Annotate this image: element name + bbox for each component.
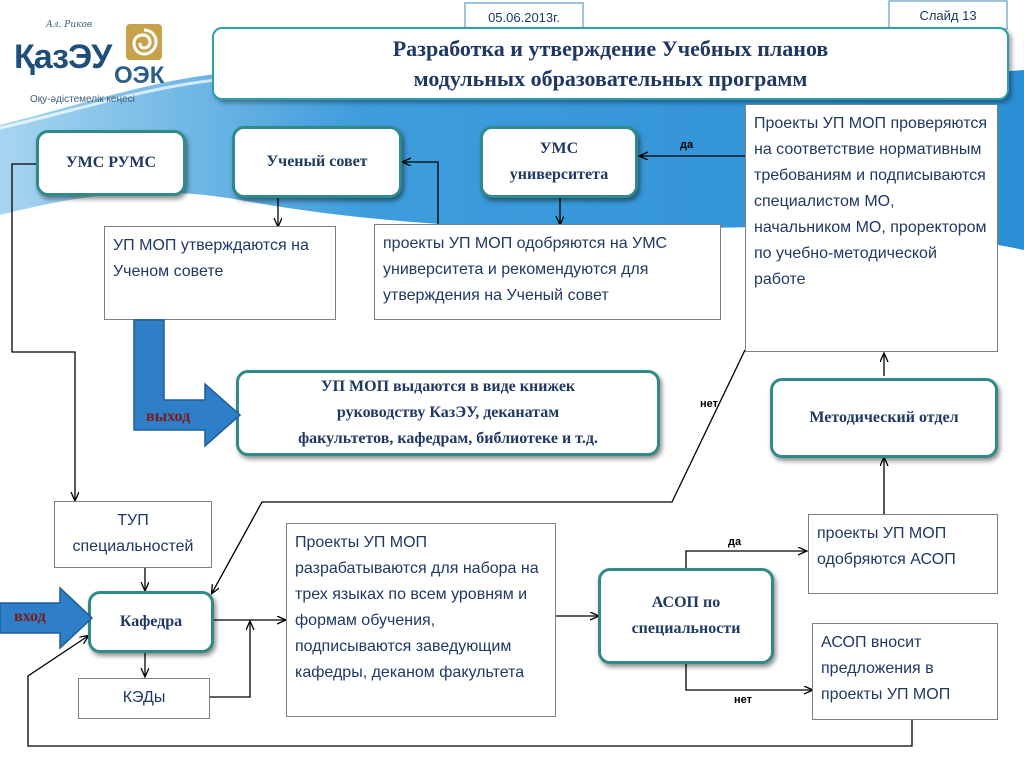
node-asop[interactable]: АСОП по специальности — [598, 568, 774, 664]
node-issued[interactable]: УП МОП выдаются в виде книжек руководств… — [236, 370, 660, 456]
logo: Ал. Риков ҚазЭУ ОЭК Оқу-әдістемелік кеңе… — [10, 14, 180, 106]
connector-rums-to-tup — [11, 163, 75, 500]
date-text: 05.06.2013г. — [488, 9, 560, 25]
logo-subtitle: Оқу-әдістемелік кеңесі — [30, 94, 135, 105]
box-approved-council-text: УП МОП утверждаются на Ученом совете — [113, 237, 309, 280]
node-ums-university[interactable]: УМС университета — [480, 126, 638, 198]
box-ked: КЭДы — [78, 678, 210, 719]
page-title: Разработка и утверждение Учебных планов … — [212, 27, 1009, 100]
box-approved-council: УП МОП утверждаются на Ученом совете — [104, 226, 336, 320]
connector-checked-to-department — [212, 349, 746, 593]
node-ums-university-line1: УМС — [539, 140, 579, 157]
slide-badge: Слайд 13 — [888, 0, 1008, 30]
exit-arrow-label: выход — [146, 408, 191, 425]
label-yes-asop: да — [728, 536, 742, 548]
label-no-asop: нет — [734, 694, 753, 706]
box-checked: Проекты УП МОП проверяются на соответств… — [745, 104, 998, 352]
connector-ums-box-to-council — [403, 162, 439, 224]
connector-asop-to-approved — [685, 551, 806, 570]
logo-name-left: ҚазЭУ — [14, 38, 112, 76]
box-developed-text: Проекты УП МОП разрабатываются для набор… — [295, 534, 539, 681]
box-tup: ТУП специальностей — [54, 501, 212, 568]
node-scientific-council-label: Ученый совет — [266, 153, 368, 170]
node-asop-line2: специальности — [631, 620, 741, 637]
label-yes-top: да — [680, 139, 694, 151]
box-asop-proposals: АСОП вносит предложения в проекты УП МОП — [812, 623, 998, 720]
box-approved-asop-text: проекты УП МОП одобряются АСОП — [817, 525, 956, 568]
node-issued-line3: факультетов, кафедрам, библиотеке и т.д. — [298, 430, 598, 447]
logo-emblem-icon — [126, 24, 162, 60]
title-line-2: модульных образовательных программ — [413, 65, 808, 91]
title-line-1: Разработка и утверждение Учебных планов — [392, 35, 829, 61]
entry-arrow-label: вход — [14, 608, 46, 625]
node-methodical-dept[interactable]: Методический отдел — [770, 378, 998, 458]
node-asop-line1: АСОП по — [651, 594, 721, 611]
label-no-mid: нет — [700, 398, 719, 410]
box-approved-ums: проекты УП МОП одобряются на УМС универс… — [374, 224, 721, 320]
node-ums-university-line2: университета — [509, 166, 609, 183]
node-issued-line1: УП МОП выдаются в виде книжек — [320, 378, 576, 395]
node-ums-rums[interactable]: УМС РУМС — [36, 130, 186, 196]
slide-number: Слайд 13 — [919, 7, 977, 23]
box-approved-ums-text: проекты УП МОП одобряются на УМС универс… — [383, 235, 668, 304]
node-ums-rums-label: УМС РУМС — [65, 154, 157, 171]
node-scientific-council[interactable]: Ученый совет — [232, 126, 402, 198]
box-asop-proposals-text: АСОП вносит предложения в проекты УП МОП — [821, 634, 951, 703]
node-department-label: Кафедра — [119, 613, 183, 630]
box-ked-text: КЭДы — [122, 689, 166, 706]
box-approved-asop: проекты УП МОП одобряются АСОП — [808, 514, 998, 594]
node-issued-line2: руководству КазЭУ, деканатам — [336, 404, 560, 421]
connector-asop-to-proposals — [685, 664, 812, 690]
box-developed: Проекты УП МОП разрабатываются для набор… — [286, 523, 556, 717]
node-department[interactable]: Кафедра — [88, 591, 214, 653]
logo-name-right: ОЭК — [114, 62, 165, 89]
box-tup-text: ТУП специальностей — [72, 512, 194, 555]
box-checked-text: Проекты УП МОП проверяются на соответств… — [754, 115, 987, 288]
node-methodical-dept-label: Методический отдел — [809, 409, 959, 426]
connector-proposals-loop — [27, 636, 913, 747]
connector-ked-to-developed — [210, 622, 250, 698]
logo-signature: Ал. Риков — [46, 20, 93, 30]
